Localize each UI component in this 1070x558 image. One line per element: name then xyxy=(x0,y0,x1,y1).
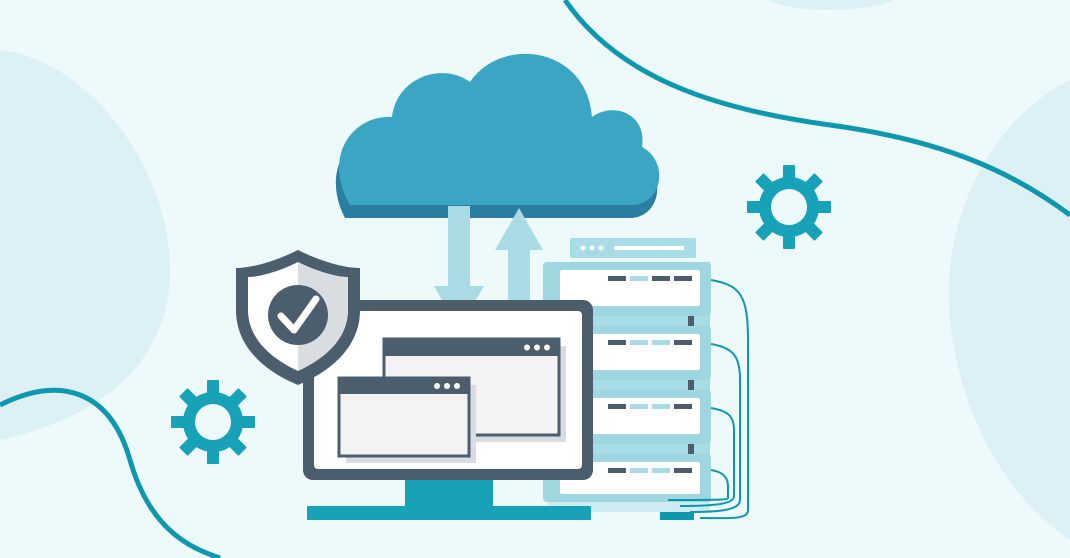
gear-icon xyxy=(747,165,831,249)
cloud-icon xyxy=(335,53,660,218)
left-background-blob xyxy=(0,50,170,440)
top-background-blob xyxy=(767,0,893,10)
window-icon xyxy=(337,376,476,463)
shield-check-icon xyxy=(236,250,360,385)
arrow-up-icon xyxy=(495,208,543,303)
bottom-left-decorative-curve xyxy=(0,388,221,558)
top-right-decorative-curve xyxy=(562,0,1070,218)
gear-icon xyxy=(171,380,255,464)
